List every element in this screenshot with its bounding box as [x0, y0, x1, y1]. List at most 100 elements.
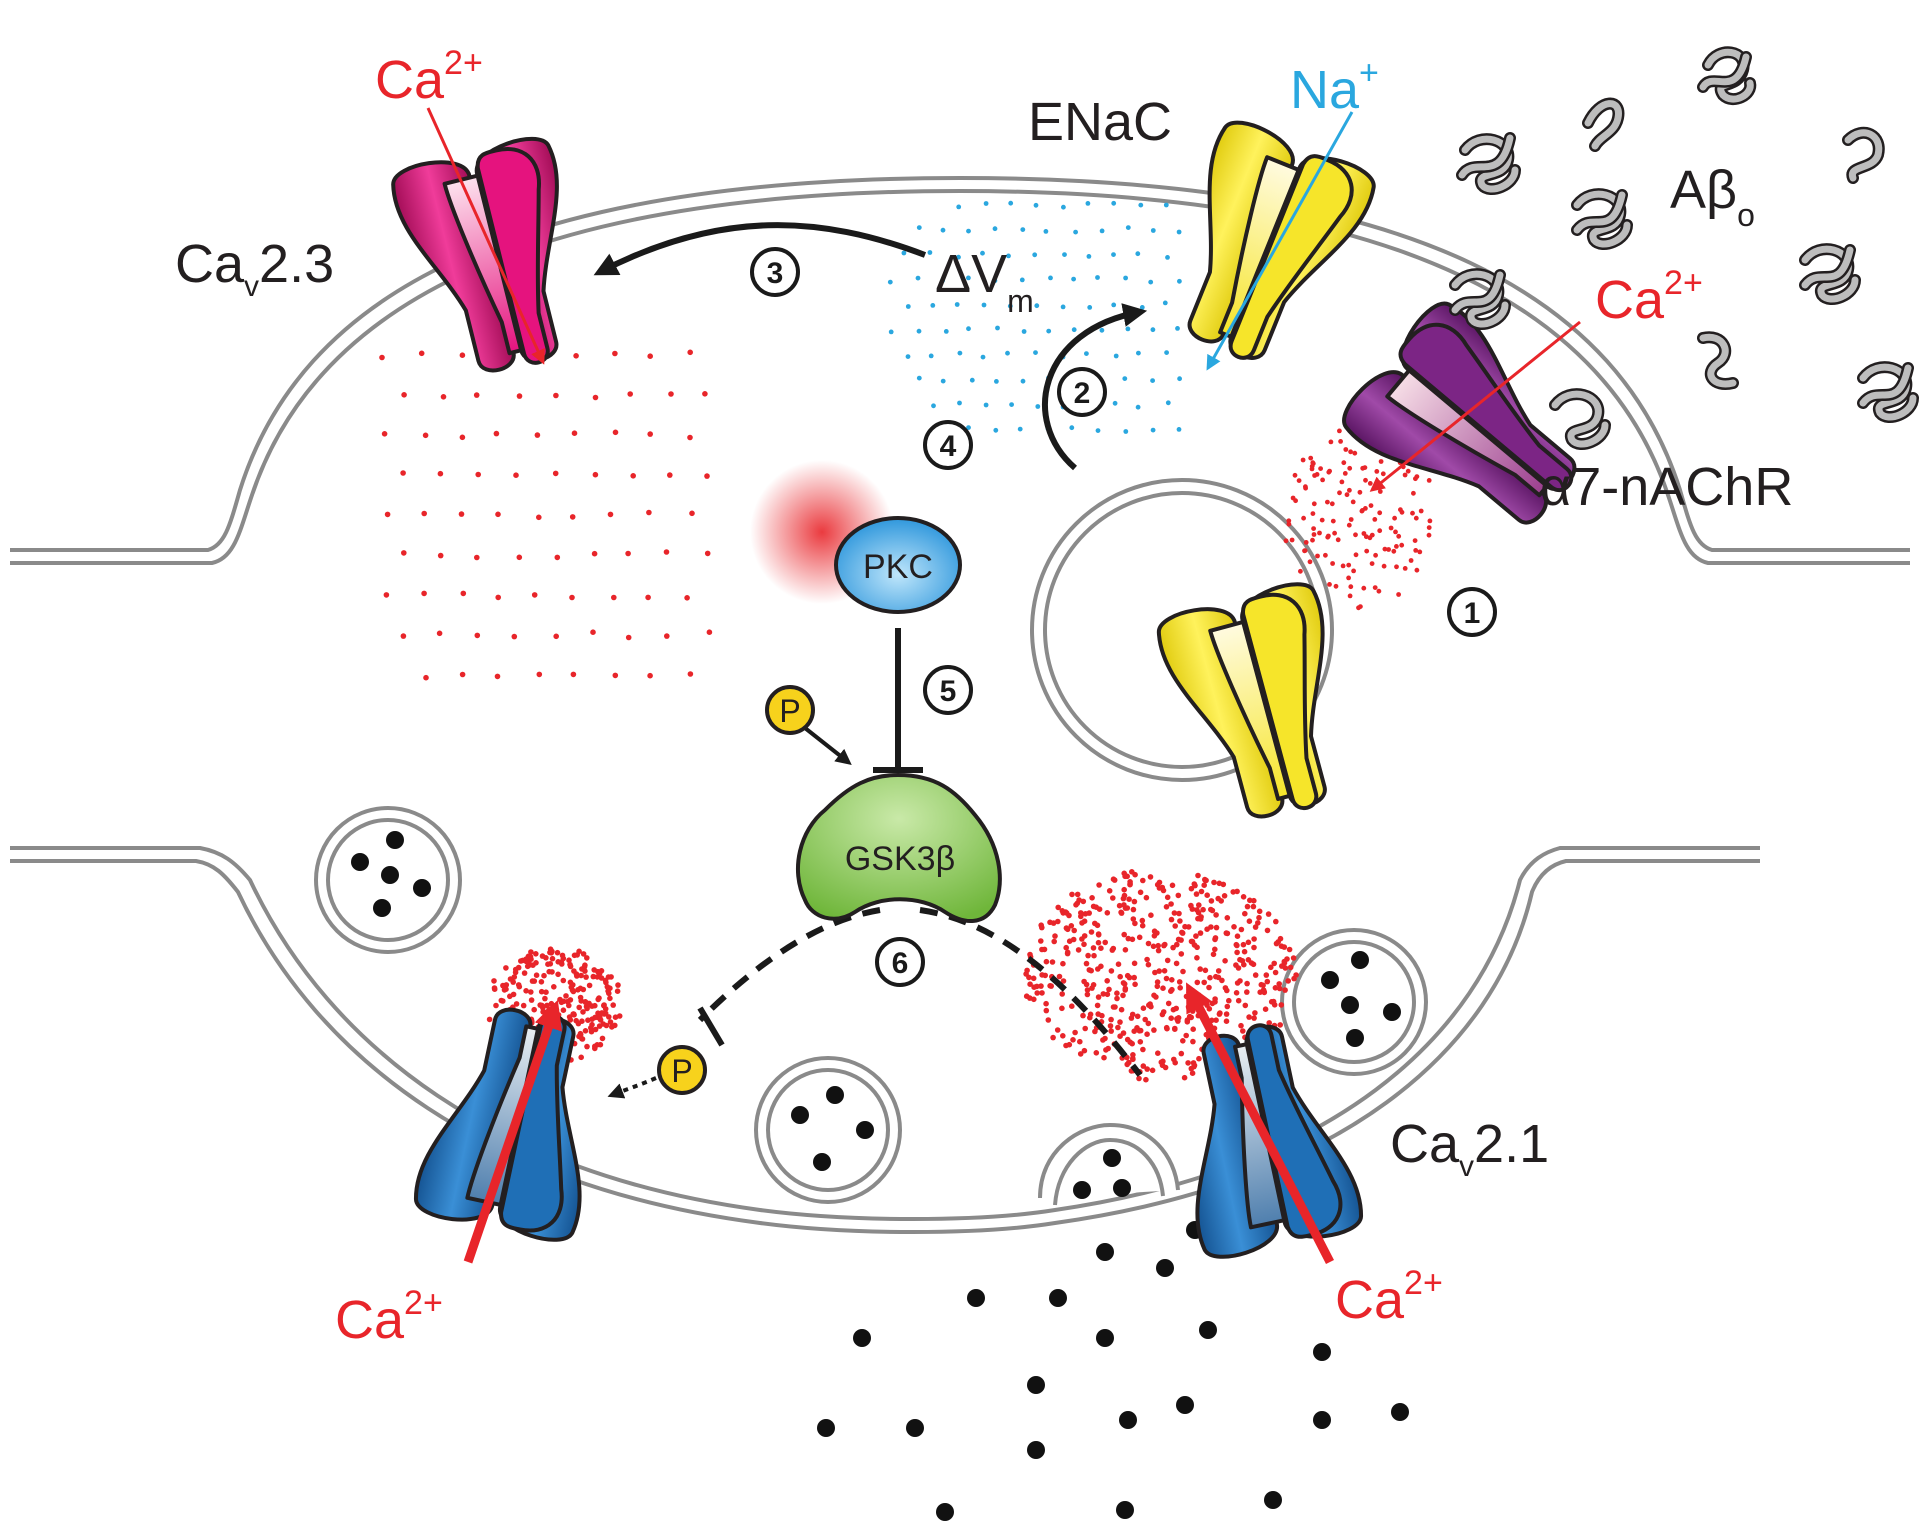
ion-dot: [957, 400, 962, 406]
ion-dot: [610, 1002, 616, 1008]
ion-dot: [609, 1024, 615, 1030]
ion-dot: [1081, 1047, 1088, 1054]
ion-dot: [1277, 1022, 1283, 1028]
ion-dot: [1175, 326, 1180, 331]
ion-dot: [493, 1002, 499, 1009]
ion-dot: [1121, 902, 1127, 908]
ion-dot: [1112, 400, 1118, 406]
ion-dot: [548, 1000, 555, 1007]
dvm-label: ΔVm: [935, 244, 1034, 319]
ion-dot: [1325, 499, 1330, 505]
ion-dot: [577, 994, 584, 1001]
abeta-oligomer: [1857, 361, 1919, 423]
ion-dot: [1170, 944, 1176, 951]
ion-dot: [1052, 933, 1058, 939]
ion-dot: [1155, 942, 1161, 949]
ion-dot: [1165, 1000, 1172, 1007]
ion-dot: [1175, 892, 1182, 899]
cav23-channel: [391, 136, 559, 373]
ion-dot: [437, 470, 444, 477]
ion-dot: [605, 985, 612, 991]
ion-dot: [1096, 906, 1103, 912]
ion-dot: [533, 951, 539, 957]
enac-channel-internalized: [1156, 582, 1327, 819]
ion-dot: [1137, 1027, 1144, 1034]
ion-dot: [1126, 974, 1133, 981]
ion-dot: [516, 983, 523, 990]
ion-dot: [1244, 980, 1250, 987]
ion-dot: [1174, 1016, 1180, 1022]
ion-dot: [1140, 1005, 1147, 1011]
ion-dot: [423, 674, 429, 681]
ion-dot: [1177, 985, 1183, 991]
ion-dot: [599, 1035, 606, 1042]
ion-dot: [601, 1002, 607, 1008]
ion-dot: [1224, 915, 1231, 921]
ion-dot: [1120, 992, 1126, 999]
ion-dot: [1172, 923, 1178, 929]
ion-dot: [1426, 478, 1432, 483]
ion-dot: [1185, 924, 1192, 930]
ion-dot: [1048, 275, 1053, 281]
ion-dot: [1188, 1014, 1194, 1021]
ion-dot: [1251, 944, 1257, 951]
ion-dot: [1177, 376, 1182, 382]
ion-dot: [459, 434, 466, 441]
ion-dot: [400, 470, 406, 476]
ion-dot: [529, 978, 536, 984]
presynaptic-membrane: [10, 846, 1760, 1234]
ion-dot: [1277, 935, 1284, 942]
ion-dot: [591, 967, 597, 973]
ion-dot: [1287, 964, 1294, 971]
ion-dot: [1071, 327, 1077, 333]
signaling-arrows: [593, 222, 1148, 1099]
ion-dot: [1122, 947, 1129, 953]
postsynaptic-membrane: [10, 175, 1910, 565]
ion-dot: [1251, 936, 1257, 942]
ion-dot: [1060, 978, 1067, 984]
ion-dot: [1148, 912, 1154, 918]
ion-dot: [1121, 892, 1128, 899]
ion-dot: [1160, 1009, 1167, 1015]
ion-dot: [1121, 886, 1127, 893]
ion-dot: [1346, 562, 1352, 568]
ion-dot: [1150, 327, 1156, 333]
ion-dot: [1356, 605, 1361, 611]
vesicle-2: [754, 1056, 902, 1204]
ion-dot: [538, 979, 545, 985]
ion-dot: [954, 302, 960, 307]
ion-dot: [1039, 946, 1045, 953]
ion-dot: [553, 392, 559, 399]
ion-dot: [1171, 1056, 1177, 1063]
ion-dot: [1311, 532, 1317, 537]
ion-dot: [1278, 1002, 1285, 1008]
ion-dot: [1221, 893, 1228, 899]
ion-dot: [612, 429, 619, 436]
ion-dot: [1289, 537, 1295, 543]
ion-dot: [1337, 428, 1342, 434]
ion-dot: [646, 509, 652, 516]
ion-dot: [1246, 918, 1253, 924]
ion-dot: [1226, 997, 1232, 1004]
ion-dot: [1394, 544, 1399, 549]
ion-dot: [549, 948, 555, 955]
ion-dot: [606, 990, 612, 997]
ion-dot: [1367, 481, 1373, 486]
ion-dot: [568, 984, 575, 990]
ion-dot: [513, 1001, 520, 1007]
ion-dot: [1092, 920, 1098, 927]
phosphate-bottom: P: [657, 1045, 707, 1095]
ion-dot: [1176, 910, 1182, 917]
ion-dot: [888, 329, 894, 335]
ion-dot: [1100, 991, 1107, 997]
ion-dot: [1089, 895, 1095, 901]
ion-dot: [1286, 521, 1292, 527]
ion-dot: [1154, 979, 1161, 985]
ion-dot: [1347, 593, 1353, 599]
ion-dot: [491, 986, 498, 992]
ion-dot: [1094, 1002, 1101, 1009]
ion-dot: [1088, 929, 1095, 935]
step-2: 2: [1057, 367, 1107, 417]
ion-dot: [1130, 1052, 1136, 1058]
ion-dot: [1113, 353, 1119, 359]
